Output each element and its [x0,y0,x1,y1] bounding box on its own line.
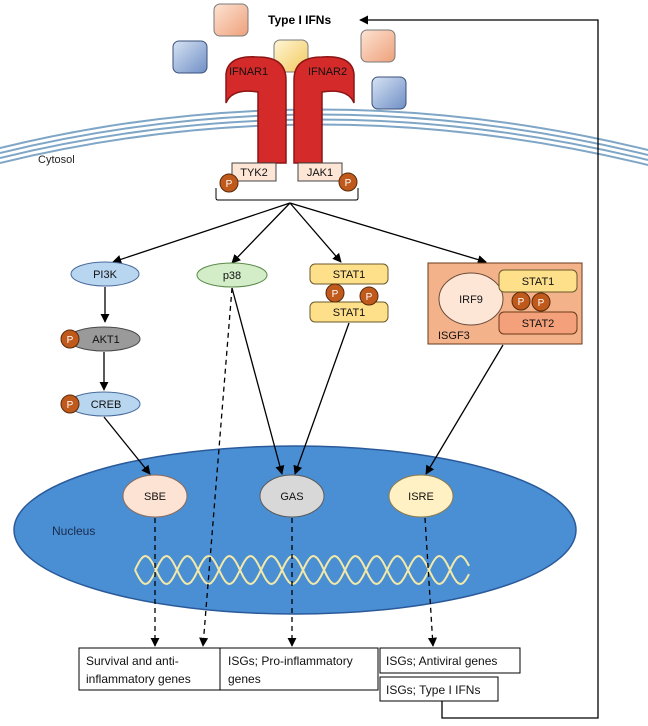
diagram-title: Type I IFNs [268,13,331,27]
output-proinflammatory-line2: genes [228,672,261,686]
cytosol-label: Cytosol [38,154,75,166]
stat1-bottom-label: STAT1 [333,307,366,319]
phospho-circle [338,172,358,192]
phospho-label: P [332,289,339,300]
pi3k-label: PI3K [93,269,118,281]
cell-membrane [0,108,648,166]
phospho-circle [219,173,239,193]
transcription-arrows [150,287,438,647]
isre-label: ISRE [408,491,434,503]
phospho-label: P [518,297,525,308]
creb-label: CREB [91,399,122,411]
isgf3-stat2-box [498,311,578,335]
phospho-circle [359,286,379,306]
p38-node [196,262,268,288]
stat1-top-label: STAT1 [333,269,366,281]
isgf3-stat1-box [498,269,578,293]
sbe-label: SBE [144,491,166,503]
ifnar2-label: IFNAR2 [308,66,347,78]
output-type1-box [379,676,499,702]
stat1-bottom-box [309,301,389,323]
nucleus-label: Nucleus [52,524,95,538]
phospho-label: P [538,298,545,309]
phospho-label: P [67,335,74,346]
tyk2-label: TYK2 [240,167,268,179]
nuclear-arrows [103,287,504,475]
sbe-element [122,474,188,518]
nucleus [13,445,577,615]
phospho-circle [325,283,345,303]
p38-label: p38 [223,270,241,282]
ifnar1-label: IFNAR1 [229,66,268,78]
feedback-loop-arrow [359,15,599,719]
dna-helix [134,554,470,586]
output-survival-line1: Survival and anti- [86,654,179,668]
irf9-label: IRF9 [459,294,483,306]
phospho-label: P [366,292,373,303]
phospho-circle [60,394,80,414]
gas-element [259,474,325,518]
ifn-ligand-orange [360,29,396,63]
ifn-ligand-blue [371,76,407,110]
isgf3-stat1-label: STAT1 [522,276,555,288]
isre-element [388,474,454,518]
phospho-label: P [345,178,352,189]
phospho-label: P [67,400,74,411]
jak1-box [297,162,343,182]
phospho-circle [531,292,551,312]
irf9-node [438,272,504,326]
ifnar2-receptor [293,56,355,164]
output-antiviral-box [379,647,521,674]
receptor-bracket [215,188,359,201]
isgf3-label: ISGF3 [438,330,470,342]
signal-arrows [112,202,487,264]
phospho-circle [511,291,531,311]
akt1-label: AKT1 [92,334,120,346]
stat1-top-box [309,263,389,285]
output-proinflammatory-line1: ISGs; Pro-inflammatory [228,654,353,668]
ifn-ligand-orange [213,3,249,37]
pi3k-node [70,261,140,287]
output-survival-box [78,647,228,691]
ifnar1-receptor [225,56,287,164]
gas-label: GAS [280,491,303,503]
output-proinflammatory-box [219,647,379,691]
phospho-label: P [226,179,233,190]
output-antiviral-label: ISGs; Antiviral genes [386,654,497,668]
output-type1-label: ISGs; Type I IFNs [386,683,480,697]
output-survival-line2: inflammatory genes [86,672,191,686]
jak1-label: JAK1 [307,167,333,179]
isgf3-stat2-label: STAT2 [522,318,555,330]
ifn-ligand-blue [172,40,208,74]
tyk2-box [231,162,277,182]
phospho-circle [60,329,80,349]
